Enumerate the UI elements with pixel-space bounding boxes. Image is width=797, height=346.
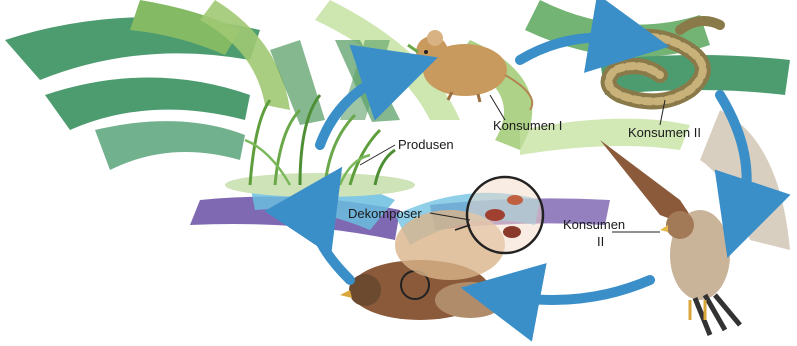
label-dekomposer: Dekomposer bbox=[348, 206, 422, 221]
label-konsumen-2: Konsumen II bbox=[628, 125, 701, 140]
label-konsumen-3-line2: II bbox=[597, 234, 604, 249]
arrow-konsumen-3-to-dekomposer bbox=[500, 280, 650, 300]
label-konsumen-3-line1: Konsumen bbox=[563, 217, 625, 232]
label-konsumen-1: Konsumen I bbox=[493, 118, 562, 133]
label-produsen: Produsen bbox=[398, 137, 454, 152]
